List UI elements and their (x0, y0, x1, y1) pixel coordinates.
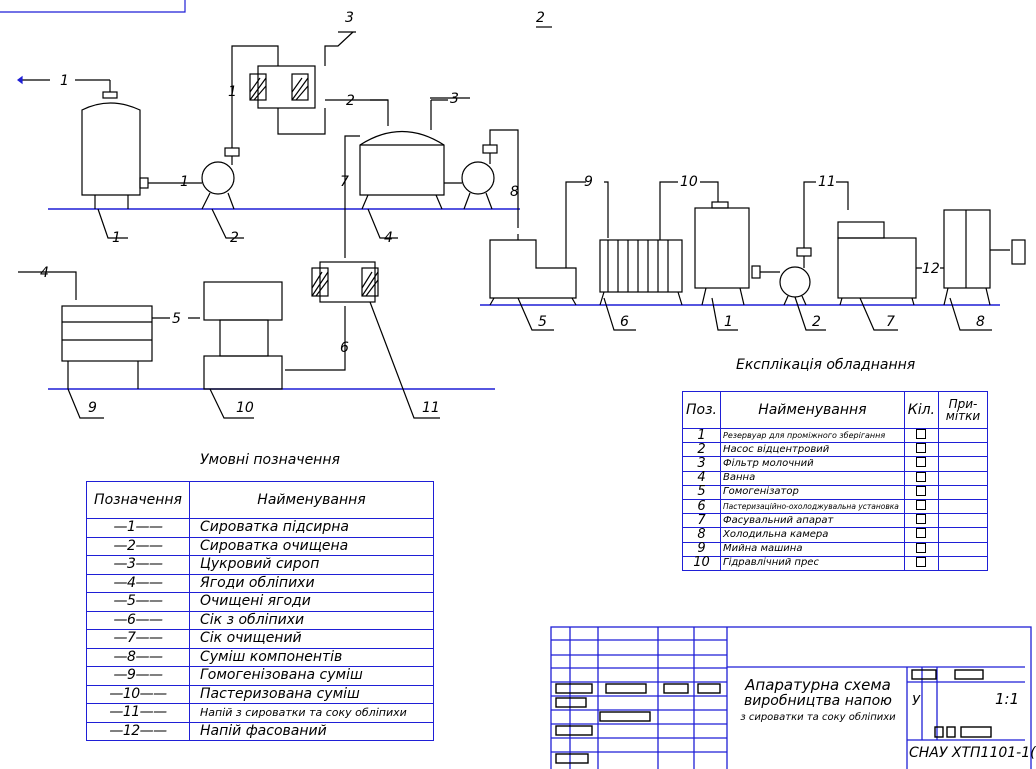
stream-label: 7 (340, 174, 349, 190)
title-scale: 1:1 (995, 690, 1020, 708)
stream-label: 12 (922, 261, 940, 277)
stream-label: 9 (584, 174, 593, 190)
checkbox-icon (916, 542, 927, 553)
equipment-label: 9 (88, 400, 97, 416)
title-letter: У (912, 694, 920, 709)
legend-row: —3——Цукровий сироп (86, 555, 434, 575)
pump-2 (148, 147, 240, 210)
washer-9 (18, 271, 200, 389)
stream-label: 10 (680, 174, 698, 190)
title-line-2: виробництва напою (744, 693, 892, 709)
legend-table: Позначення Найменування —1——Сироватка пі… (86, 481, 434, 741)
checkbox-icon (916, 556, 927, 567)
equipment-label: 2 (230, 230, 239, 246)
stream-label: 1 (228, 84, 237, 100)
equipment-label: 6 (620, 314, 629, 330)
stream-label: 3 (345, 10, 354, 26)
checkbox-icon (916, 429, 927, 440)
vat-4 (325, 99, 448, 210)
legend-row: —8——Суміш компонентів (86, 647, 434, 667)
equipment-label: 2 (812, 314, 821, 330)
legend-row: —12——Напій фасований (86, 721, 434, 741)
pump-2c (760, 181, 849, 306)
stream-label: 2 (536, 10, 545, 26)
stream-label: 3 (450, 91, 459, 107)
legend-row: —9——Гомогенізована суміш (86, 666, 434, 686)
title-code: СНАУ ХТП1101-1( (909, 745, 1036, 761)
stream-label: 1 (60, 73, 69, 89)
tank-1b (694, 201, 761, 306)
equipment-label: 8 (976, 314, 985, 330)
equipment-label: 7 (886, 314, 895, 330)
legend-row: —7——Сік очищений (86, 629, 434, 649)
cold-room-8 (943, 209, 1026, 306)
legend-header-name: Найменування (189, 481, 434, 519)
reservoir-tank-1 (81, 80, 149, 209)
checkbox-icon (916, 500, 927, 511)
checkbox-icon (916, 471, 927, 482)
legend-row: —10——Пастеризована суміш (86, 684, 434, 704)
title-line-1: Апаратурна схема (745, 676, 891, 694)
checkbox-icon (916, 443, 927, 454)
equipment-label: 5 (538, 314, 547, 330)
stream-label: 5 (172, 311, 181, 327)
legend-header-code: Позначення (86, 481, 190, 519)
equipment-label: 4 (384, 230, 393, 246)
checkbox-icon (916, 457, 927, 468)
stream-label: 2 (346, 93, 355, 109)
stream-label: 1 (180, 174, 189, 190)
equipment-label: 1 (112, 230, 121, 246)
equipment-label: 11 (422, 400, 440, 416)
expl-header-name: Найменування (720, 391, 905, 429)
title-line-3: з сироватки та соку обліпихи (740, 712, 896, 723)
equipment-label: 1 (724, 314, 733, 330)
legend-row: —1——Сироватка підсирна (86, 518, 434, 538)
expl-header-note: При-мітки (938, 391, 988, 429)
equipment-label: 10 (236, 400, 254, 416)
explication-title: Експлікація обладнання (736, 357, 916, 373)
legend-row: —2——Сироватка очищена (86, 536, 434, 556)
stream-label: 4 (40, 265, 49, 281)
filter-11 (285, 261, 379, 371)
stream-label: 11 (818, 174, 836, 190)
pump-2b (444, 129, 519, 228)
filling-machine-7 (837, 221, 944, 306)
pasteurizer-6 (599, 181, 719, 306)
legend-row: —6——Сік з обліпихи (86, 610, 434, 630)
stream-label: 8 (510, 184, 519, 200)
checkbox-icon (916, 485, 927, 496)
expl-header-qty: Кіл. (903, 391, 940, 429)
legend-title: Умовні позначення (200, 452, 340, 468)
stream-label: 6 (340, 340, 349, 356)
legend-row: —5——Очищені ягоди (86, 592, 434, 612)
filter-3 (249, 65, 316, 109)
legend-row: —11——Напій з сироватки та соку обліпихи (86, 703, 434, 723)
checkbox-icon (916, 528, 927, 539)
press-10 (203, 281, 283, 390)
homogenizer-5 (489, 181, 609, 306)
expl-header-pos: Поз. (682, 391, 721, 429)
legend-row: —4——Ягоди обліпихи (86, 573, 434, 593)
checkbox-icon (916, 514, 927, 525)
